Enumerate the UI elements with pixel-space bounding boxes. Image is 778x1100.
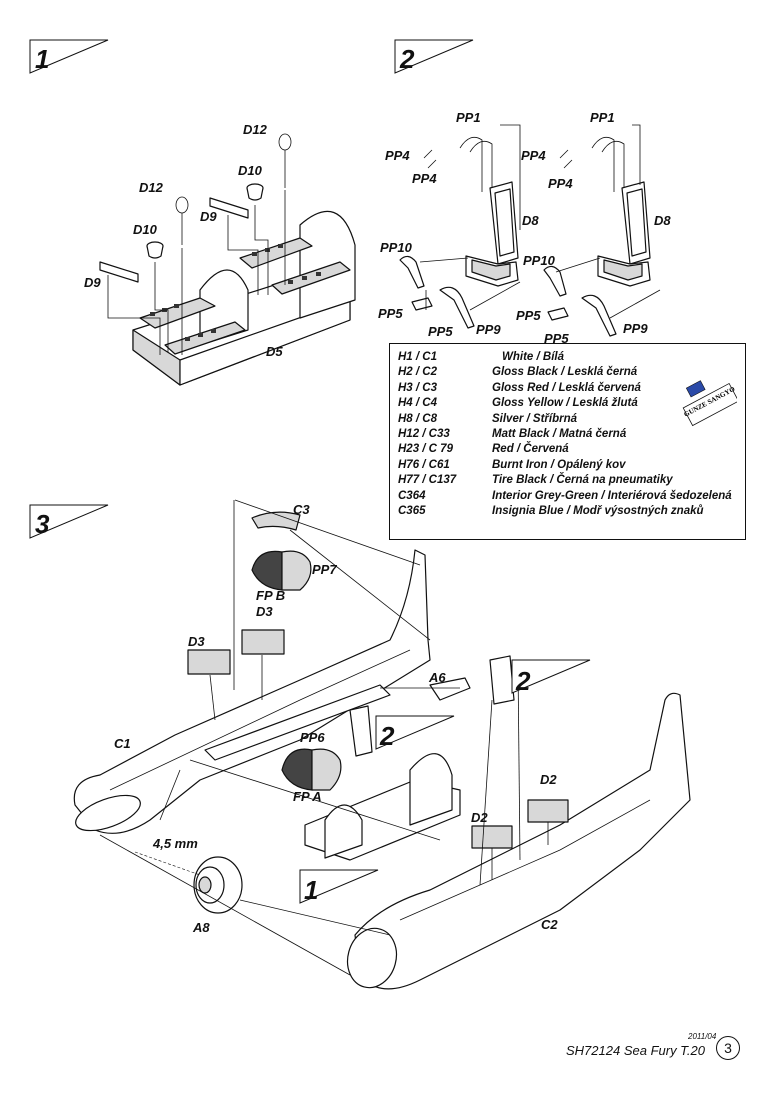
label-c1: C1	[114, 736, 131, 751]
color-name: Gloss Black / Lesklá černá	[492, 366, 638, 379]
label-pp10-b: PP10	[523, 253, 556, 268]
step-3-number: 3	[35, 509, 50, 539]
color-name: Gloss Red / Lesklá červená	[492, 381, 641, 394]
color-row: C364 Interior Grey-Green / Interiérová še…	[398, 489, 732, 504]
color-name: Tire Black / Černá na pneumatiky	[492, 474, 673, 487]
svg-text:2: 2	[515, 666, 531, 696]
color-code: H2 / C2	[398, 366, 437, 379]
color-name: Burnt Iron / Opálený kov	[492, 458, 626, 471]
color-name: Matt Black / Matná černá	[492, 428, 627, 441]
label-a8: A8	[192, 920, 210, 935]
step-1-flag: 1	[29, 39, 109, 74]
label-fp-b: FP B	[256, 588, 285, 603]
step-2-flag: 2	[394, 39, 474, 74]
color-row: H23 / C 79 Red / Červená	[398, 442, 732, 457]
color-name: Interior Grey-Green / Interiérová šedoze…	[492, 489, 732, 502]
label-c2: C2	[541, 917, 558, 932]
color-name: Gloss Yellow / Lesklá žlutá	[492, 397, 638, 410]
footer-date: 2011/04	[688, 1032, 717, 1041]
label-pp9-a: PP9	[476, 322, 501, 337]
label-measure: 4,5 mm	[152, 836, 198, 851]
label-d8-a: D8	[522, 213, 539, 228]
label-pp9-b: PP9	[623, 321, 648, 336]
color-code: H4 / C4	[398, 397, 437, 410]
color-row: H76 / C61 Burnt Iron / Opálený kov	[398, 458, 732, 473]
label-pp7: PP7	[312, 562, 337, 577]
label-d9-left: D9	[84, 275, 101, 290]
label-d3-b: D3	[256, 604, 273, 619]
label-pp10-a: PP10	[380, 240, 413, 255]
color-code: H77 / C137	[398, 474, 457, 487]
label-d9-right: D9	[200, 209, 217, 224]
color-code: H1 / C1	[398, 351, 437, 363]
step3-ref-2-flag: 2	[511, 659, 591, 696]
step3-ref-2b-flag: 2	[375, 715, 455, 751]
label-pp6: PP6	[300, 730, 325, 745]
color-code: H23 / C 79	[398, 443, 453, 456]
color-name: Insignia Blue / Modř výsostných znaků	[492, 505, 704, 518]
page-number: 3	[716, 1036, 740, 1060]
color-name: Silver / Stříbrná	[492, 412, 578, 425]
gunze-logo: GUNZE SANGYO	[683, 380, 737, 427]
label-pp5-b1: PP5	[516, 308, 541, 323]
label-c3: C3	[293, 502, 310, 517]
label-d12-left: D12	[139, 180, 164, 195]
label-d3-a: D3	[188, 634, 205, 649]
step-1-number: 1	[35, 44, 49, 74]
label-d2-a: D2	[471, 810, 488, 825]
label-d10-right: D10	[238, 163, 263, 178]
label-pp4-a2: PP4	[412, 171, 437, 186]
color-code: H8 / C8	[398, 412, 437, 425]
label-pp5-b2: PP5	[544, 331, 569, 346]
color-row: H1 / C1 White / Bílá	[398, 350, 732, 365]
color-row: H2 / C2 Gloss Black / Lesklá černá	[398, 365, 732, 380]
color-code: H3 / C3	[398, 381, 437, 394]
label-d10-left: D10	[133, 222, 158, 237]
color-code: H76 / C61	[398, 458, 450, 471]
color-code: C365	[398, 505, 426, 518]
label-pp1-b: PP1	[590, 110, 615, 125]
label-d8-b: D8	[654, 213, 671, 228]
step-3-drawing: 2 2 1 C3 PP7 FP B D3 D3 A6 C1 PP6 FP A 4…	[73, 499, 691, 990]
label-d12-right: D12	[243, 122, 268, 137]
color-legend: H1 / C1 White / Bílá H2 / C2 Gloss Black / …	[389, 343, 746, 540]
color-row: H12 / C33 Matt Black / Matná černá	[398, 427, 732, 442]
color-row: H8 / C8 Silver / Stříbrná	[398, 412, 732, 427]
label-pp4-b2: PP4	[548, 176, 573, 191]
color-code: C364	[398, 489, 426, 502]
color-row: H3 / C3 Gloss Red / Lesklá červená	[398, 381, 732, 396]
label-d2-b: D2	[540, 772, 557, 787]
color-name: Red / Červená	[492, 443, 569, 456]
label-a6: A6	[428, 670, 446, 685]
color-row: H4 / C4 Gloss Yellow / Lesklá žlutá	[398, 396, 732, 411]
label-pp4-a1: PP4	[385, 148, 410, 163]
svg-text:1: 1	[304, 875, 318, 905]
color-name: White / Bílá	[502, 351, 564, 363]
footer-title: SH72124 Sea Fury T.20	[566, 1043, 705, 1058]
color-row: C365 Insignia Blue / Modř výsostných znak…	[398, 504, 732, 519]
step-2-drawing: PP1 PP1 PP4 PP4 PP4 PP4 D8 D8 PP10 PP10 …	[378, 110, 671, 346]
label-pp1-a: PP1	[456, 110, 481, 125]
label-fp-a: FP A	[293, 789, 322, 804]
color-table: H1 / C1 White / Bílá H2 / C2 Gloss Black / …	[398, 350, 732, 519]
step-1-drawing: D12 D10 D12 D9 D10 D9 D5	[84, 122, 356, 386]
label-pp5-a2: PP5	[428, 324, 453, 339]
step-2-number: 2	[399, 44, 415, 74]
svg-text:2: 2	[379, 721, 395, 751]
color-row: H77 / C137 Tire Black / Černá na pneumati…	[398, 473, 732, 488]
label-pp4-b1: PP4	[521, 148, 546, 163]
label-pp5-a1: PP5	[378, 306, 403, 321]
step-3-flag: 3	[29, 504, 109, 539]
color-code: H12 / C33	[398, 428, 450, 441]
step3-ref-1-flag: 1	[299, 869, 379, 905]
label-d5: D5	[266, 344, 283, 359]
